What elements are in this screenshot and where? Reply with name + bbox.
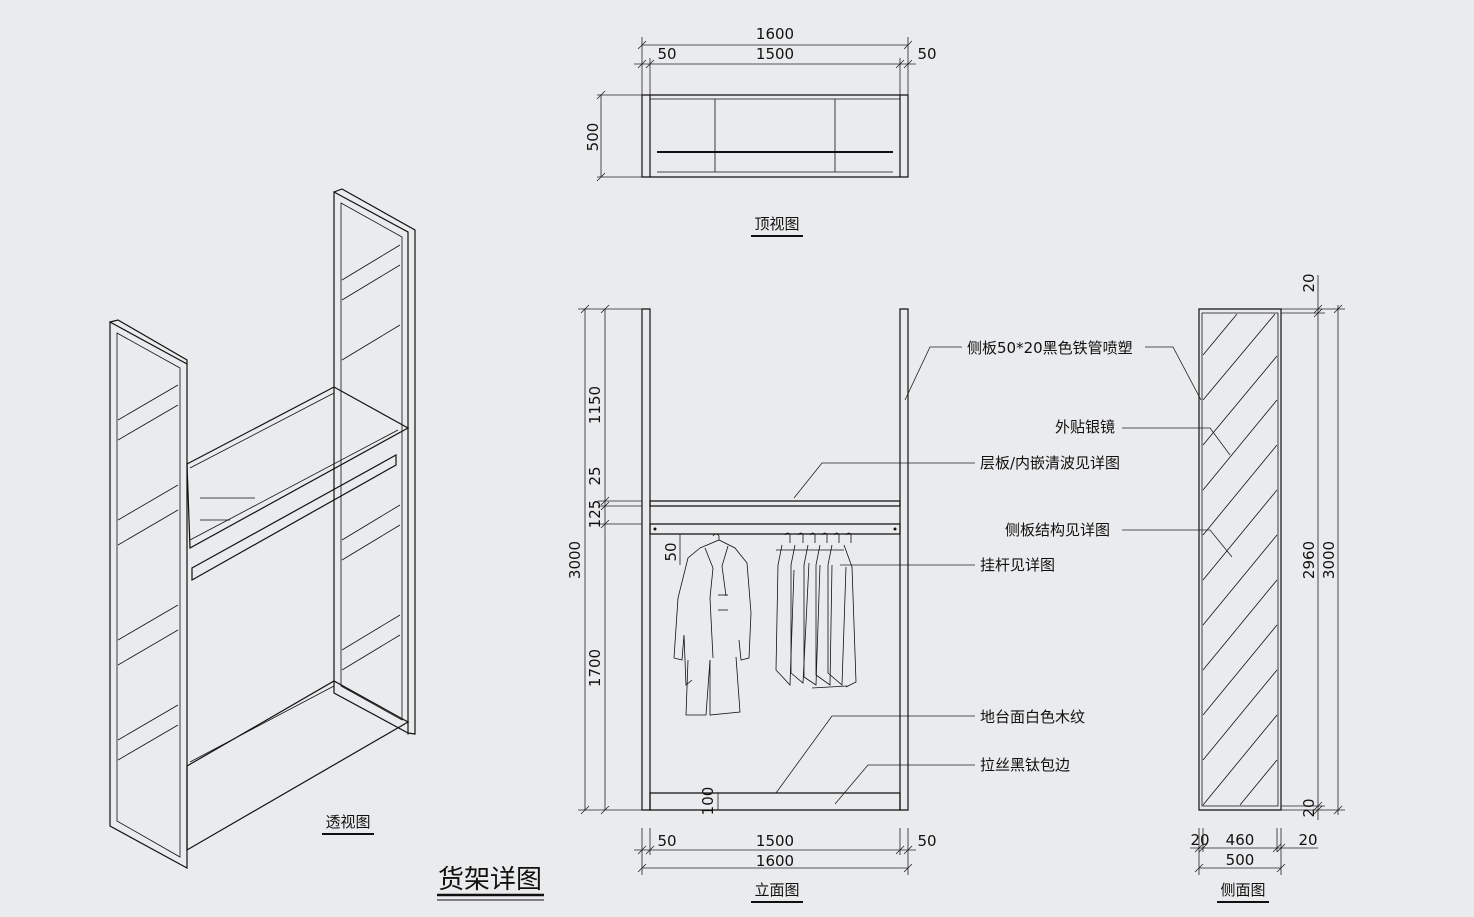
elev-shelf — [650, 501, 900, 506]
top-dim-right: 50 — [917, 45, 936, 63]
annot-mirror: 外贴银镜 — [1055, 418, 1115, 436]
shirts-drawing — [776, 533, 856, 688]
annot-floor: 地台面白色木纹 — [980, 708, 1085, 726]
elev-dim-b-total: 1600 — [756, 852, 794, 870]
persp-view-title: 透视图 — [325, 813, 370, 831]
side-mirror — [1202, 313, 1278, 806]
top-view: 1600 50 1500 50 500 顶视图 — [584, 25, 937, 236]
elev-rod — [650, 524, 900, 534]
annot-shelf: 层板/内嵌清波见详图 — [980, 454, 1120, 472]
side-dim-b-right: 20 — [1298, 831, 1317, 849]
elev-bottom-dim-lines — [634, 828, 916, 875]
persp-rod — [192, 455, 396, 580]
elev-dim-b-right: 50 — [917, 832, 936, 850]
drawing-title: 货架详图 — [438, 865, 542, 895]
elev-dim-b-mid: 1500 — [756, 832, 794, 850]
persp-left-mirror — [117, 333, 180, 857]
elev-right-post — [900, 309, 908, 810]
side-leaders — [1122, 347, 1232, 557]
elev-dim-bottom: 1700 — [586, 649, 604, 687]
side-dim-total: 3000 — [1320, 541, 1338, 579]
elev-dim-hang: 50 — [662, 542, 680, 561]
side-hatch — [1203, 314, 1277, 805]
persp-mirror-hatch — [118, 245, 400, 760]
elev-left-post — [642, 309, 650, 810]
annot-side-panel: 侧板50*20黑色铁管喷塑 — [967, 339, 1133, 357]
top-dimensions: 1600 50 1500 50 500 — [584, 25, 937, 181]
side-dim-b-total: 500 — [1226, 851, 1255, 869]
side-dim-bottom: 20 — [1300, 798, 1318, 817]
persp-right-mirror — [341, 203, 402, 720]
elev-view-title: 立面图 — [754, 881, 799, 899]
elev-base — [650, 793, 900, 810]
elev-dim-gap: 125 — [586, 500, 604, 529]
persp-base — [187, 681, 408, 850]
persp-shelf — [187, 387, 408, 548]
annot-edge: 拉丝黑钛包边 — [980, 756, 1070, 774]
side-dim-top: 20 — [1300, 273, 1318, 292]
top-dim-depth: 500 — [584, 123, 602, 152]
jacket-drawing — [674, 534, 751, 715]
persp-left-panel-front — [110, 322, 187, 868]
elev-dim-b-left: 50 — [657, 832, 676, 850]
side-outline — [1199, 309, 1281, 810]
side-right-dim-lines — [1281, 275, 1345, 820]
side-dim-inner: 2960 — [1300, 541, 1318, 579]
elev-vertical-dim-lines — [578, 305, 718, 814]
top-dim-middle: 1500 — [756, 45, 794, 63]
elev-dim-base: 100 — [699, 787, 717, 816]
side-view-title: 侧面图 — [1220, 881, 1265, 899]
persp-left-panel-top — [110, 320, 187, 364]
elevation-view: 侧板50*20黑色铁管喷塑 层板/内嵌清波见详图 挂杆见详图 地台面白色木纹 拉… — [566, 305, 1133, 902]
top-dim-left: 50 — [657, 45, 676, 63]
side-dim-b-mid: 460 — [1226, 831, 1255, 849]
elev-dim-total: 3000 — [566, 541, 584, 579]
main-title-block: 货架详图 — [437, 865, 544, 900]
top-dim-overall: 1600 — [756, 25, 794, 43]
annot-side-structure: 侧板结构见详图 — [1005, 521, 1110, 539]
annot-rod: 挂杆见详图 — [980, 556, 1055, 574]
side-bottom-dim-lines — [1190, 828, 1318, 875]
persp-right-panel-edge — [334, 189, 415, 734]
elev-dim-top: 1150 — [586, 386, 604, 424]
perspective-view: 透视图 — [110, 189, 415, 868]
side-view: 外贴银镜 侧板结构见详图 20 2960 3000 20 — [1005, 273, 1345, 902]
top-outline — [642, 95, 908, 177]
side-dim-b-left: 20 — [1190, 831, 1209, 849]
elev-dim-shelf: 25 — [586, 466, 604, 485]
elev-leaders — [776, 347, 975, 804]
top-view-title: 顶视图 — [754, 215, 799, 233]
